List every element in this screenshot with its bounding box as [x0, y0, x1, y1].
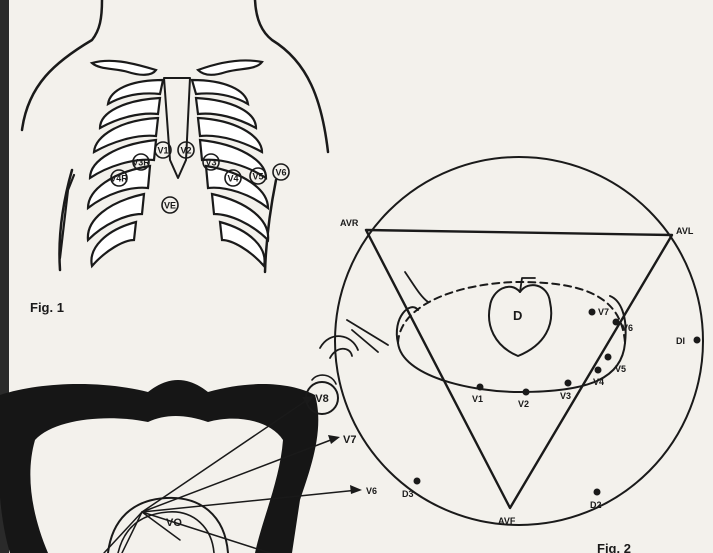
- fig2-point-d2: [594, 489, 601, 496]
- svg-text:V2: V2: [180, 146, 191, 156]
- fig2-einthoven-triangle: [366, 230, 672, 508]
- fig2-point-v3: [565, 380, 572, 387]
- svg-text:V3: V3: [205, 158, 216, 168]
- fig1-left-shoulder: [22, 0, 102, 130]
- fig3-label-v7: V7: [343, 434, 356, 446]
- fig3-label-vo: VO: [166, 517, 182, 529]
- fig2-point-v6: [613, 319, 620, 326]
- fig2-label-avr: AVR: [340, 218, 359, 228]
- svg-text:V6: V6: [275, 168, 286, 178]
- fig2-label-d2: D2: [590, 500, 602, 510]
- fig2-outer-circle: [335, 157, 703, 525]
- fig2-label-v2: V2: [518, 399, 529, 409]
- fig3-arrow-v7: [328, 435, 340, 444]
- fig2-point-v2: [523, 389, 530, 396]
- fig2-label-v5: V5: [615, 364, 626, 374]
- fig1-left-clavicle: [92, 61, 156, 75]
- fig2-label-d3: D3: [402, 489, 414, 499]
- fig1-caption: Fig. 1: [30, 300, 64, 315]
- fig2-point-v5: [605, 354, 612, 361]
- fig2-ellipse-front: [398, 343, 625, 392]
- fig1-right-clavicle: [198, 60, 262, 74]
- fig2-point-d3: [414, 478, 421, 485]
- fig2-caption: Fig. 2: [597, 541, 631, 553]
- svg-text:V3R: V3R: [132, 158, 150, 168]
- fig3-label-v6: V6: [366, 486, 377, 496]
- svg-text:V5: V5: [252, 172, 263, 182]
- fig3-label-v8: V8: [315, 393, 328, 405]
- fig1-sternum: [164, 78, 190, 178]
- fig2-heart-mark: D: [513, 308, 522, 323]
- fig3-ray-d: [122, 512, 142, 553]
- fig2-scribble-b: [347, 320, 388, 352]
- fig2-label-avl: AVL: [676, 226, 694, 236]
- fig2-label-v6: V6: [622, 323, 633, 333]
- fig2-label-d1: DI: [676, 336, 685, 346]
- fig2-label-v3: V3: [560, 391, 571, 401]
- svg-text:V1: V1: [157, 146, 168, 156]
- fig1-electrode-ve: VE: [162, 197, 178, 213]
- fig2-point-v4: [595, 367, 602, 374]
- fig2-label-avf: AVF: [498, 516, 516, 526]
- fig3-body-outline: [0, 380, 318, 553]
- fig3-arrow-v6: [350, 485, 362, 494]
- fig2-label-v1: V1: [472, 394, 483, 404]
- fig2-label-v7: V7: [598, 307, 609, 317]
- fig2-scribble-a: [405, 272, 428, 302]
- fig1-electrode-v6: V6: [273, 164, 289, 180]
- svg-text:V4: V4: [227, 174, 238, 184]
- fig3-ray-v6: [142, 490, 358, 512]
- fig2-scribble-c: [320, 336, 358, 358]
- fig2-point-v1: [477, 384, 484, 391]
- fig1-right-shoulder: [255, 0, 328, 152]
- fig2-point-v7: [589, 309, 596, 316]
- svg-text:V4R: V4R: [110, 174, 128, 184]
- fig3-ray-a: [142, 512, 270, 553]
- fig2-point-d1: [694, 337, 701, 344]
- fig1-chest: V1 V2 V3 V4 V5 V6 V3R V4R: [22, 0, 328, 315]
- svg-text:VE: VE: [164, 201, 176, 211]
- fig3-cross-section: V8 V7 V6 VO: [0, 375, 377, 553]
- fig2-diagram: D AVR AVL AVF DI D2 D3 V1 V2 V3 V4 V5 V6…: [320, 157, 703, 553]
- fig2-label-v4: V4: [593, 377, 604, 387]
